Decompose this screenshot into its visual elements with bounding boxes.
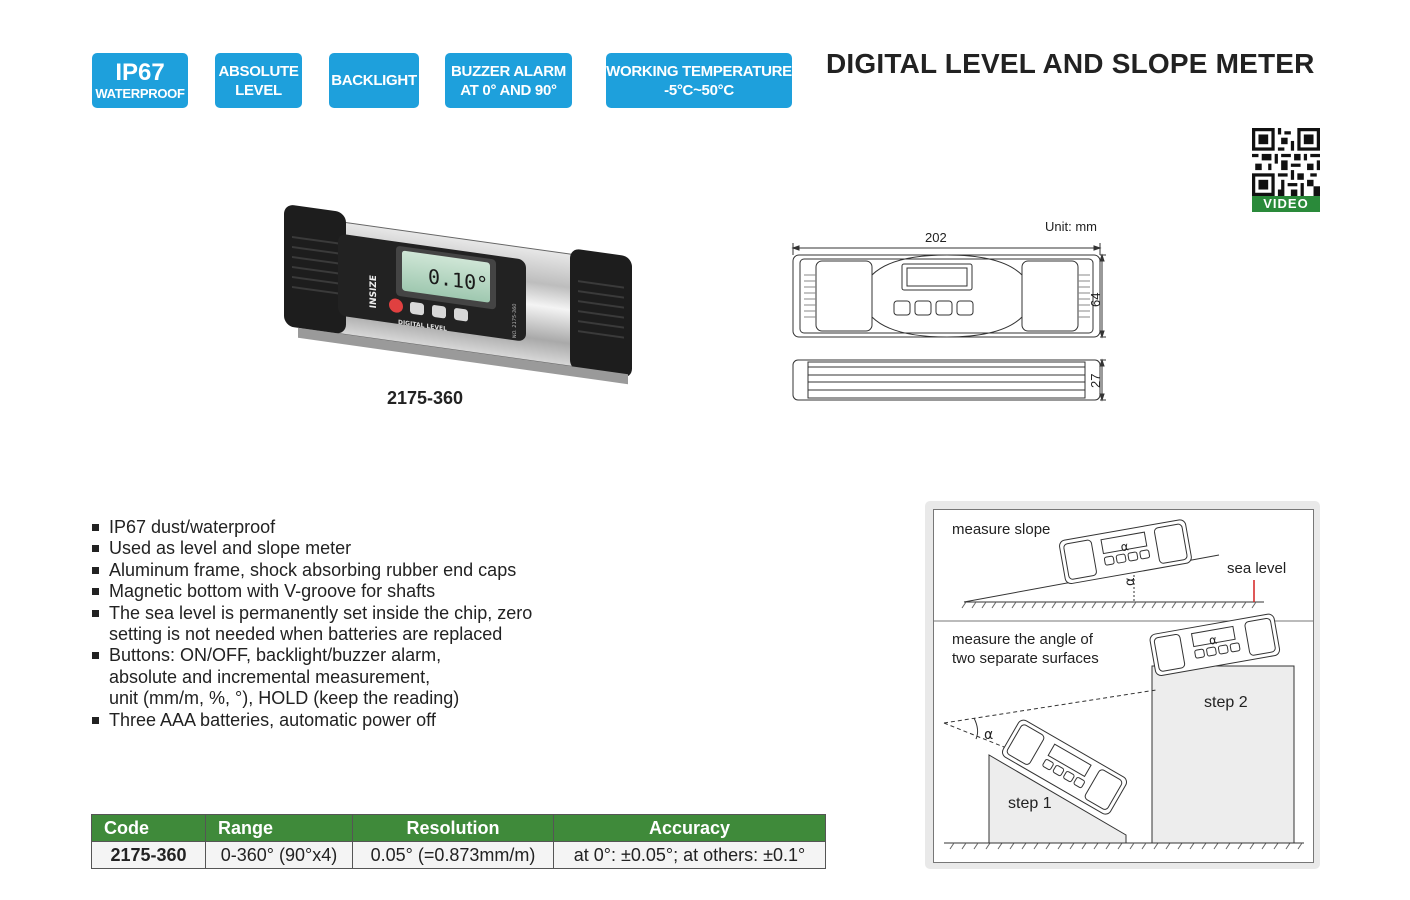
page-title: DIGITAL LEVEL AND SLOPE METER xyxy=(826,48,1315,79)
usage-diagram-drawing: α α α α xyxy=(934,519,1313,850)
model-mark: NO. 2175-360 xyxy=(512,303,518,339)
product-photo: 0.10° DIGITAL LEVEL INSIZE NO. 2175-360 xyxy=(284,205,632,385)
badge-temp-line2: -5°C~50°C xyxy=(664,81,734,99)
badge-ip67: IP67 WATERPROOF xyxy=(92,53,188,108)
dimension-depth: 27 xyxy=(1088,374,1103,388)
header-range: Range xyxy=(205,814,353,842)
panel2-label-line1: measure the angle of xyxy=(952,631,1093,648)
cell-range: 0-360° (90°x4) xyxy=(205,841,353,869)
header-resolution: Resolution xyxy=(352,814,554,842)
badge-temp-line1: WORKING TEMPERATURE xyxy=(606,62,792,80)
panel1-label: measure slope xyxy=(952,521,1051,538)
badge-backlight: BACKLIGHT xyxy=(329,53,419,108)
badge-backlight-line1: BACKLIGHT xyxy=(331,72,417,89)
usage-diagram-frame: α α α α measure slope sea level measure … xyxy=(933,509,1314,863)
header-code: Code xyxy=(91,814,206,842)
table-row: 2175-360 0-360° (90°x4) 0.05° (=0.873mm/… xyxy=(91,841,826,869)
feature-item: IP67 dust/waterproof xyxy=(92,517,532,538)
badge-absolute-level: ABSOLUTE LEVEL xyxy=(215,53,302,108)
cell-resolution: 0.05° (=0.873mm/m) xyxy=(352,841,554,869)
technical-drawing: 202 64 27 xyxy=(791,230,1106,402)
spec-table: Code Range Resolution Accuracy 2175-360 … xyxy=(91,814,826,869)
unit-label: Unit: mm xyxy=(1045,219,1097,234)
cell-accuracy: at 0°: ±0.05°; at others: ±0.1° xyxy=(553,841,826,869)
badge-working-temperature: WORKING TEMPERATURE -5°C~50°C xyxy=(606,53,792,108)
badge-absolute-line1: ABSOLUTE xyxy=(218,62,299,80)
feature-item: Aluminum frame, shock absorbing rubber e… xyxy=(92,560,532,581)
feature-list: IP67 dust/waterproof Used as level and s… xyxy=(92,517,532,731)
alpha-slope: α xyxy=(1123,577,1138,586)
step2-label: step 2 xyxy=(1204,694,1248,711)
qr-code-icon[interactable] xyxy=(1252,128,1320,196)
panel2-label-line2: two separate surfaces xyxy=(952,650,1099,667)
badge-ip67-line1: IP67 xyxy=(115,59,165,86)
brand-mark: INSIZE xyxy=(369,274,379,309)
header-accuracy: Accuracy xyxy=(553,814,826,842)
table-header-row: Code Range Resolution Accuracy xyxy=(91,814,826,842)
badge-ip67-line2: WATERPROOF xyxy=(95,86,185,101)
badge-buzzer-line2: AT 0° AND 90° xyxy=(460,81,557,99)
alpha-angle: α xyxy=(984,727,993,743)
feature-item: Three AAA batteries, automatic power off xyxy=(92,710,532,731)
alpha-screen-2: α xyxy=(1208,633,1218,648)
video-label[interactable]: VIDEO xyxy=(1252,196,1320,212)
usage-diagram: α α α α measure slope sea level measure … xyxy=(925,501,1320,869)
product-code: 2175-360 xyxy=(387,388,464,408)
alpha-screen-1: α xyxy=(1119,539,1129,554)
badge-buzzer-alarm: BUZZER ALARM AT 0° AND 90° xyxy=(445,53,572,108)
step1-label: step 1 xyxy=(1008,795,1052,812)
badge-absolute-line2: LEVEL xyxy=(235,81,282,99)
dimension-height: 64 xyxy=(1088,293,1103,307)
sea-level-label: sea level xyxy=(1227,560,1287,577)
feature-item: Buttons: ON/OFF, backlight/buzzer alarm,… xyxy=(92,645,532,709)
badge-buzzer-line1: BUZZER ALARM xyxy=(451,62,566,80)
feature-item: Magnetic bottom with V-groove for shafts xyxy=(92,581,532,602)
dimension-length: 202 xyxy=(925,230,947,245)
feature-item: Used as level and slope meter xyxy=(92,538,532,559)
cell-code: 2175-360 xyxy=(91,841,206,869)
feature-item: The sea level is permanently set inside … xyxy=(92,603,532,646)
